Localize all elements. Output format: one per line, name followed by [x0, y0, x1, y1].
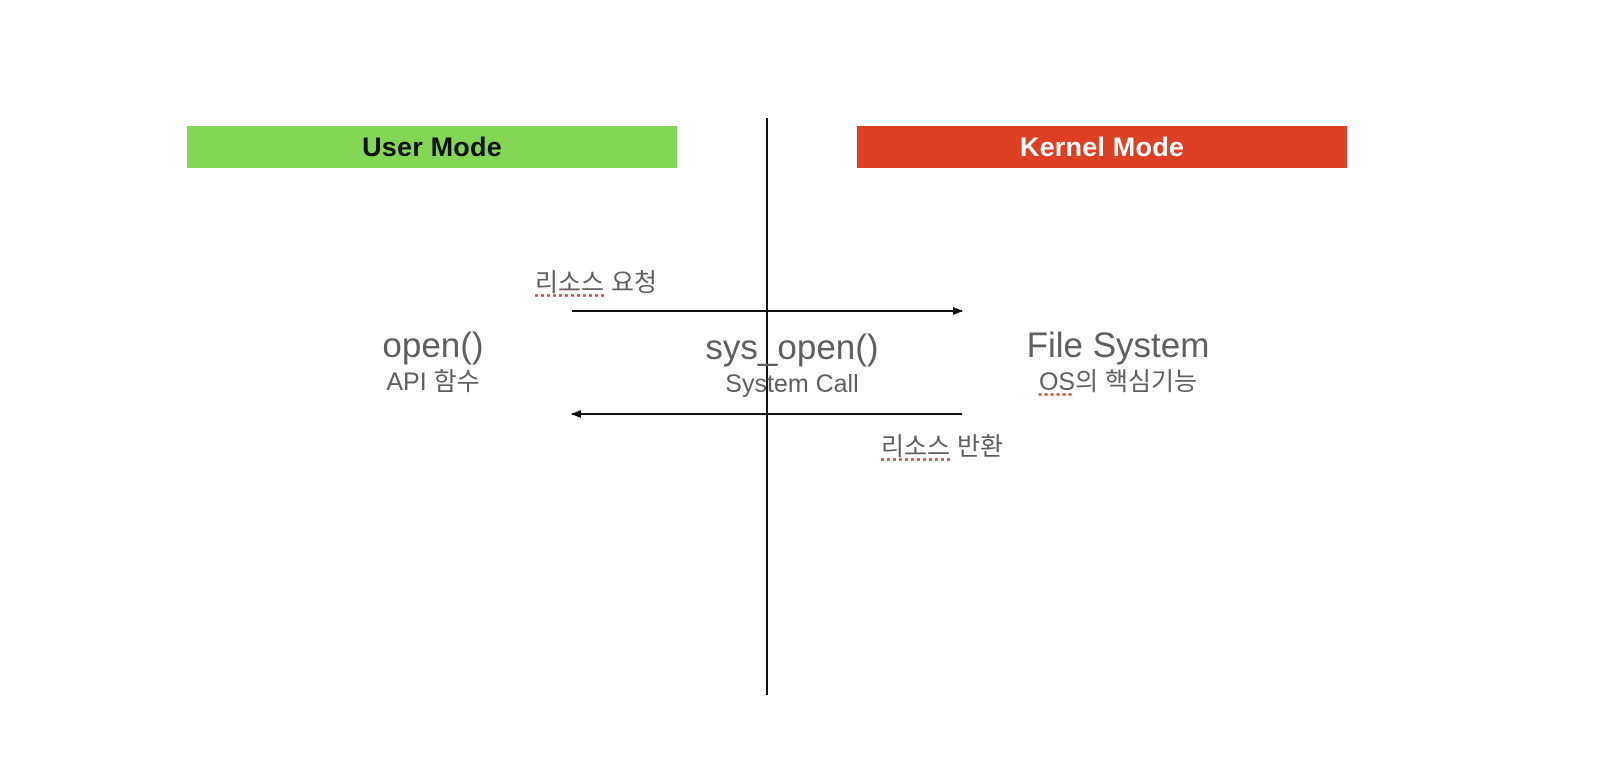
request-label-word: 리소스	[535, 269, 605, 297]
request-arrow-label: 리소스 요청	[535, 263, 657, 299]
file-system-subtitle-rest: 의 핵심기능	[1075, 368, 1198, 396]
api-function-node: open() API 함수	[382, 326, 483, 398]
request-label-rest: 요청	[604, 269, 657, 297]
file-system-subtitle: OS의 핵심기능	[1027, 366, 1210, 398]
file-system-subtitle-os: OS	[1038, 368, 1076, 396]
return-label-word: 리소스	[881, 433, 951, 461]
file-system-node: File System OS의 핵심기능	[1027, 326, 1210, 398]
system-call-subtitle: System Call	[725, 370, 859, 398]
system-call-title: sys_open()	[705, 328, 879, 367]
return-label-rest: 반환	[950, 433, 1003, 461]
file-system-title: File System	[1026, 326, 1210, 365]
user-mode-banner: User Mode	[187, 126, 677, 168]
api-function-title: open()	[382, 326, 484, 365]
return-arrow-label: 리소스 반환	[881, 427, 1003, 463]
api-function-subtitle: API 함수	[386, 368, 480, 396]
system-call-node: sys_open() System Call	[705, 328, 878, 400]
kernel-mode-banner: Kernel Mode	[857, 126, 1347, 168]
mode-divider-line	[766, 118, 768, 695]
